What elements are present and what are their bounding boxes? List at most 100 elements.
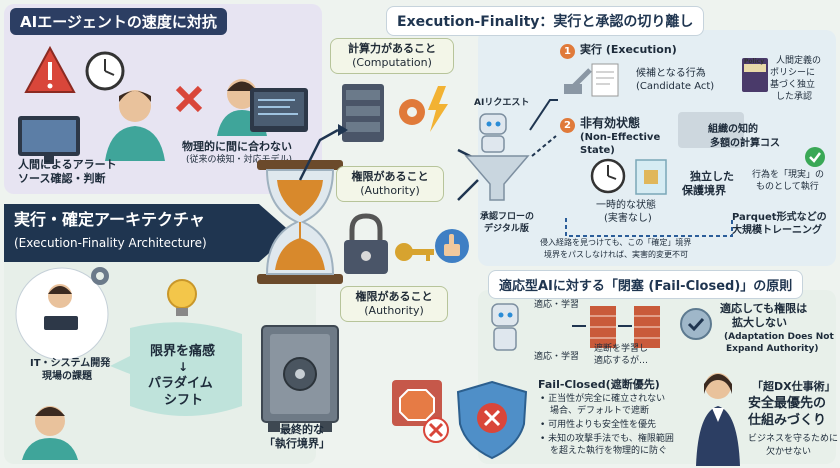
parquet-1: Parquet形式などの [732,212,827,223]
dx-3: 仕組みづくり [748,413,827,428]
compute-label-jp: 計算力があること [348,42,436,55]
authority-illustration [344,213,469,274]
org-2: 多額の計算コス [710,138,780,149]
isolated-2: 保護境界 [682,184,726,197]
finality-title: Execution-Finality：実行と承認の切り離し [386,6,705,36]
limit-text: 限界を痛感 [150,344,216,359]
policy-3: 基づく独立 [770,80,816,90]
speed-title: AIエージェントの速度に対抗 [10,8,227,35]
temp-1: 一時的な状態 [596,200,656,211]
candidate-1: 候補となる行為 [636,68,706,79]
paradigm-1: パラダイム [148,376,213,391]
center-arrows [298,124,479,201]
intrusion-2: 境界をパスしなければ、実害的変更不可 [544,250,688,259]
gear-icon [91,267,109,285]
finality-panel [478,30,836,266]
policy-1: 人間定義の [776,56,822,66]
not-in-time-sub: (従来の検知・対応モデル) [186,155,293,165]
finality-request-illustration [464,113,530,201]
real-1: 行為を「現実」の [752,170,825,180]
architecture-banner [4,204,292,262]
org-visual [678,112,744,148]
fc-bullet-1-cont: 場合、デフォルトで遮断 [550,406,650,416]
person-icon [22,406,78,460]
policy-book-icon [742,58,768,92]
temp-2: (実害なし) [604,213,652,224]
cross-icon [175,85,203,113]
speed-illustration: ? [18,45,308,164]
architecture-title-jp: 実行・確定アーキテクチャ [14,210,205,229]
shield-icon [456,380,528,460]
robot-icon [479,113,507,153]
glass-box-icon [635,159,667,195]
computer-icon [18,116,80,164]
dx-1: 「超DX仕事術」 [752,380,836,393]
key-icon [395,243,434,261]
it-issue-2: 現場の課題 [42,371,92,382]
human-caption-1: 人間によるアラート [18,158,117,171]
failclosed-title: 適応型AIに対する「閉塞 (Fail-Closed)」の原則 [488,270,804,299]
vault-caption-2: 「執行境界」 [264,437,330,450]
funnel-icon [464,155,530,201]
fc-bullet-3-cont: を超えた執行を物理的に防ぐ [550,446,668,456]
robot-icon [491,303,519,351]
brick-wall-icon [590,306,616,348]
lock-icon [344,213,388,274]
adapt-learn-2: 適応・学習 [534,352,580,362]
real-2: ものとして執行 [756,182,819,192]
human-caption-2: ソース確認・判断 [18,172,106,185]
authority-1-jp: 権限があること [351,170,429,183]
org-1: 組織の知的 [708,124,758,135]
person-icon [105,90,165,161]
authority-2-en: (Authority) [364,303,424,317]
fc-bullet-2: 可用性よりも安全性を優先 [540,420,656,431]
dx-sub-2: 欠かせない [766,447,812,457]
it-issue-1: IT・システム開発 [30,358,111,369]
exec-title: 実行 (Execution) [580,43,677,56]
stop-sign-icon [392,380,449,443]
authority-1-en: (Authority) [360,183,420,197]
no-authority-en-1: (Adaptation Does Not [724,332,834,342]
compute-label: 計算力があること (Computation) [330,38,454,74]
noneff-number: 2 [560,118,575,133]
exec-number: 1 [560,44,575,59]
robot-arm-icon [564,68,592,94]
policy-4: した承認 [776,92,813,102]
noneff-en-1: (Non-Effective [580,132,661,143]
architecture-title-en: (Execution-Finality Architecture) [14,236,207,250]
compute-illustration [342,84,448,142]
noneff-en-2: State) [580,145,615,156]
authority-label-2: 権限があること (Authority) [340,286,448,322]
policy-2: ポリシーに [770,68,816,78]
exec-illustration [564,63,619,97]
document-icon [591,63,619,97]
noneff-illustration [590,158,667,195]
policy-label: Policy [744,58,765,65]
gear-icon [399,99,425,125]
fc-bullet-3: 未知の攻撃手法でも、権限範囲 [540,434,674,445]
noneff-title: 非有効状態 [580,116,641,130]
businesswoman-icon [696,373,740,466]
adapt-learn-1: 適応・学習 [534,300,580,310]
brick-wall-icon [634,306,660,348]
computer-icon [250,88,308,132]
badge-icon [680,308,712,340]
clock-icon [590,158,626,194]
no-authority-1: 適応しても権限は [720,302,808,315]
candidate-2: (Candidate Act) [636,81,715,92]
thumbs-up-icon [435,229,469,263]
server-icon [342,84,384,142]
not-in-time: 物理的に間に合わない [182,140,292,153]
vault-icon [261,325,339,432]
adapt-illustration [491,303,660,351]
fc-title: Fail-Closed(遮断優先) [538,378,660,391]
vault-caption-1: 最終的な [280,423,324,436]
compute-label-en: (Computation) [352,55,432,69]
lightning-icon [428,86,448,132]
paradigm-2: シフト [164,393,204,408]
hourglass-icon [257,160,343,284]
dx-2: 安全最優先の [748,396,827,411]
approval-flow-2: デジタル版 [484,224,529,234]
isolated-1: 独立した [690,170,734,183]
limit-arrow: ↓ [178,360,189,374]
